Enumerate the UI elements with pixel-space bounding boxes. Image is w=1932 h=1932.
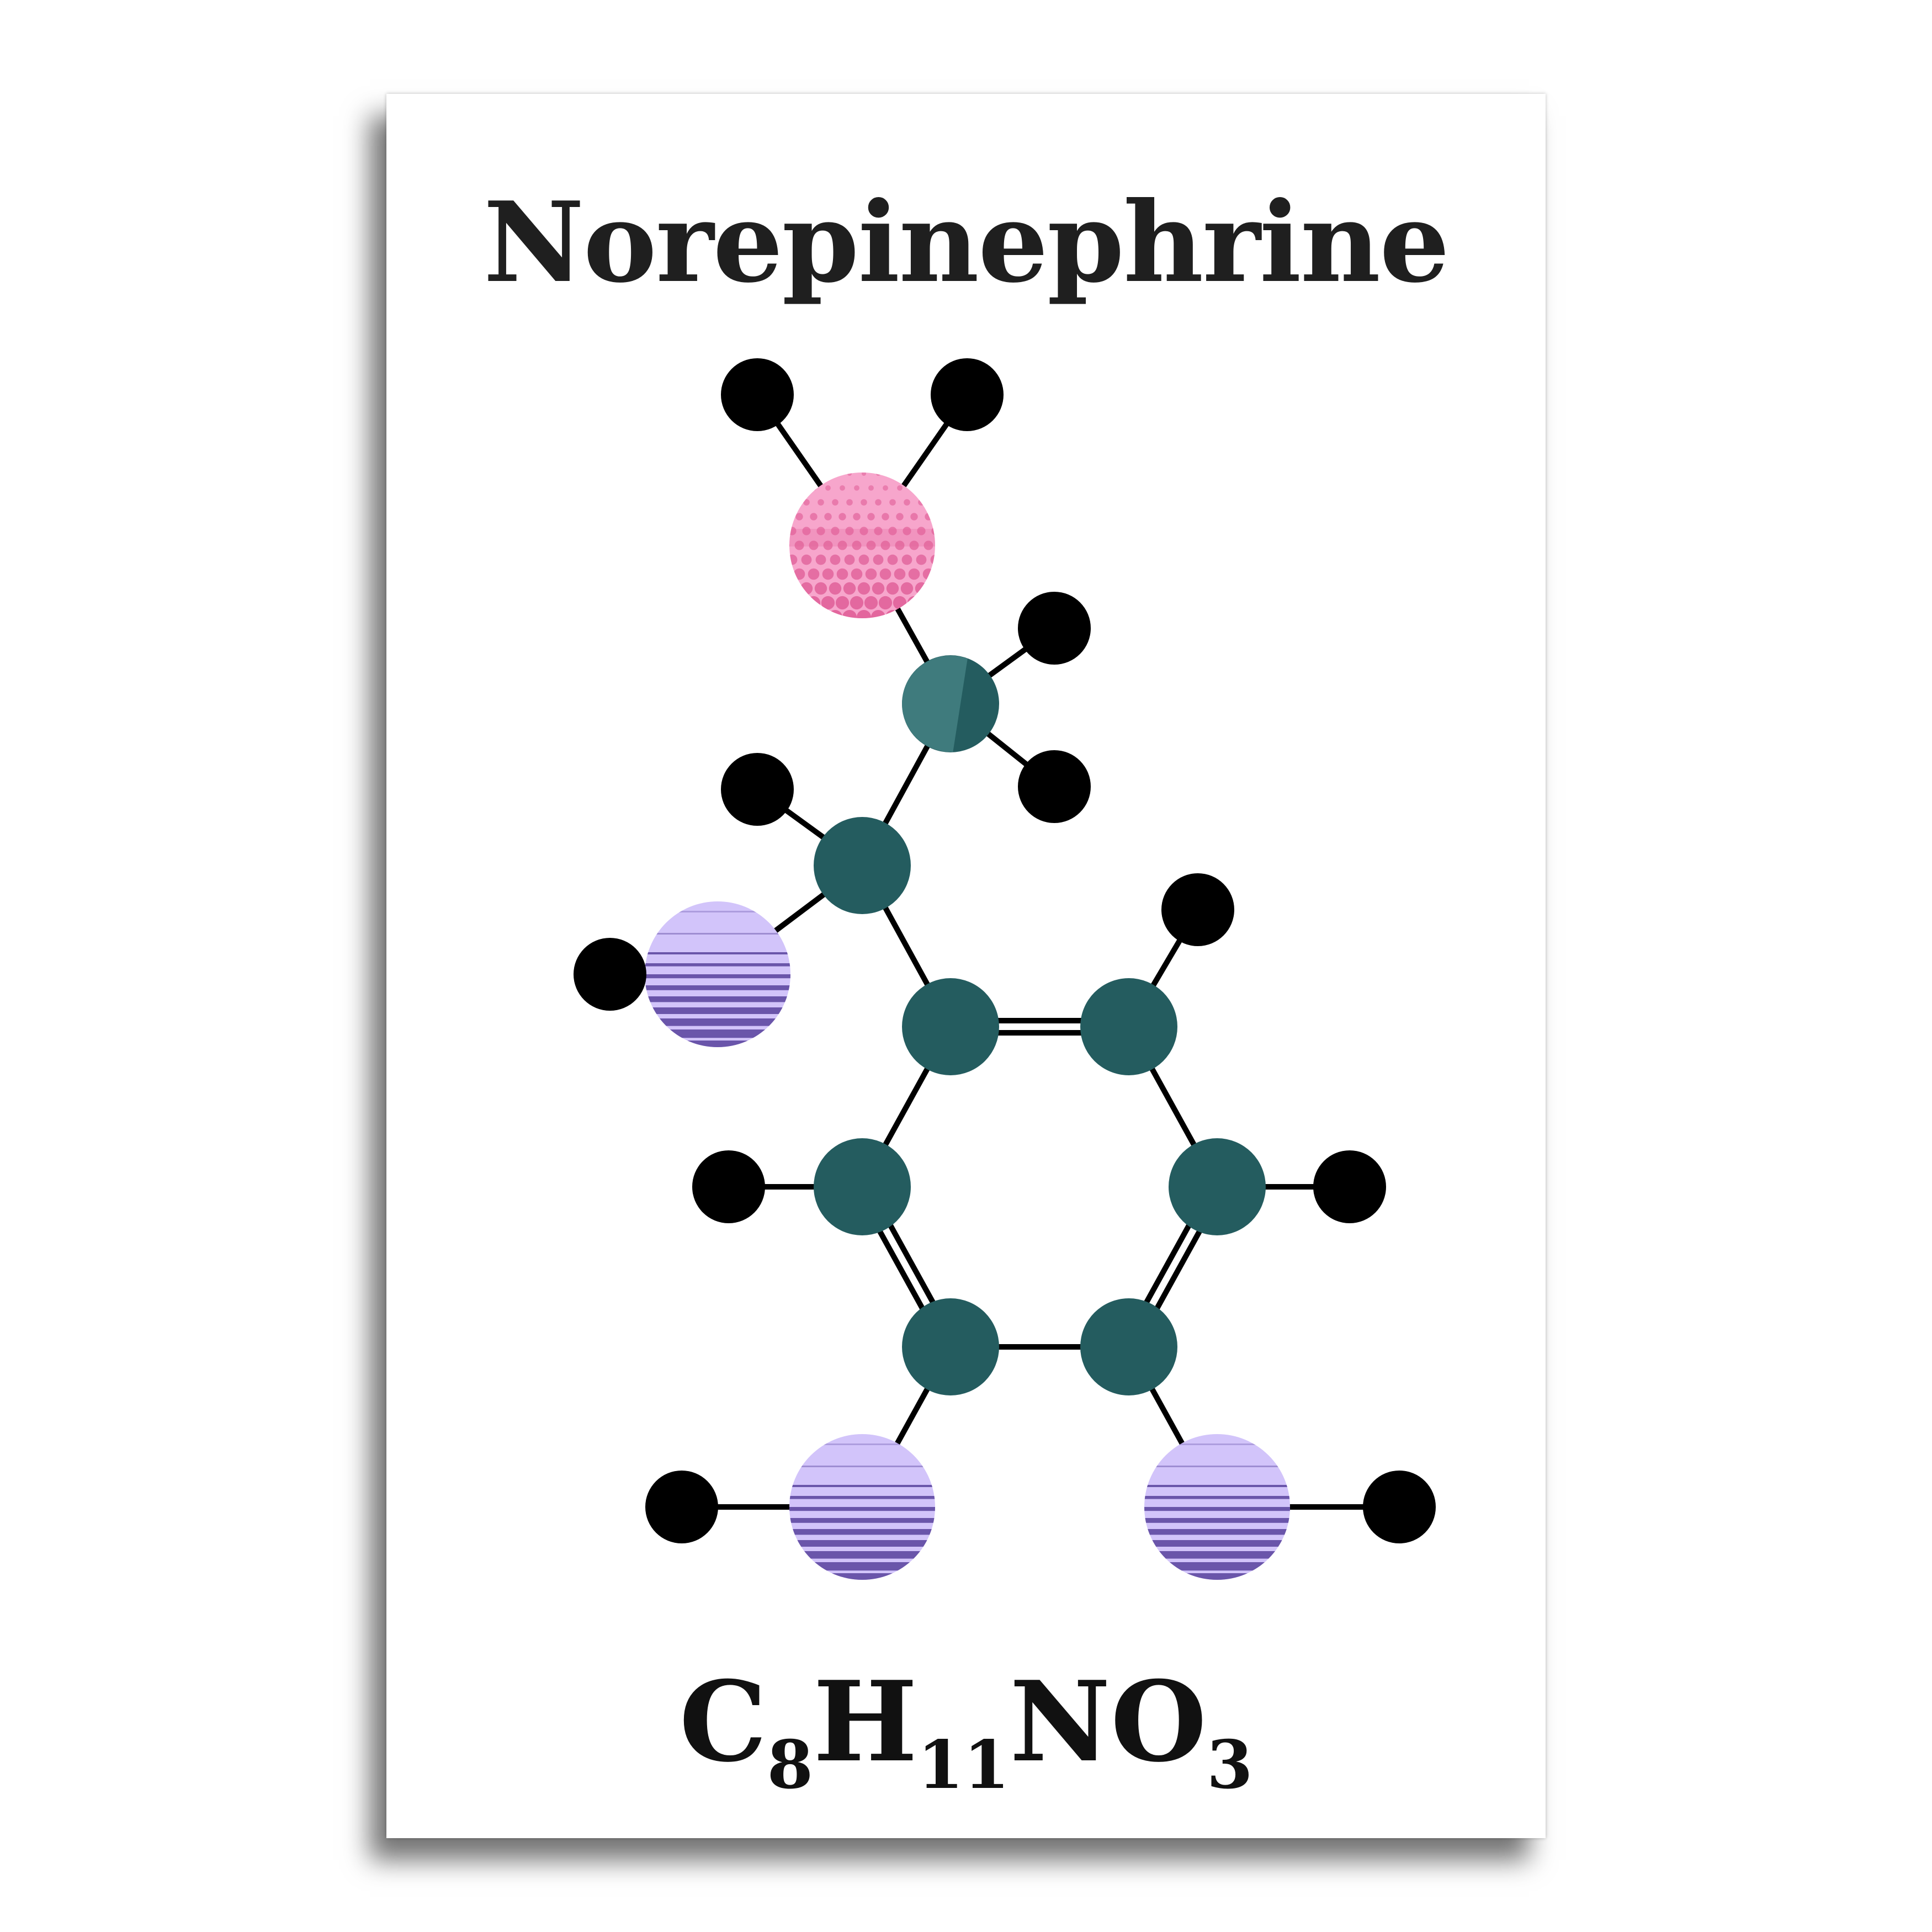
- molecule-title: Norepinephrine: [483, 178, 1450, 307]
- nitrogen-atom: [789, 473, 935, 618]
- molecule-diagram: [574, 358, 1436, 1580]
- hydrogen-atom: [721, 358, 794, 431]
- hydrogen-atom: [645, 1471, 718, 1543]
- hydrogen-atom: [1018, 750, 1091, 823]
- formula-subscript: 11: [917, 1726, 1010, 1804]
- carbon-atom: [814, 1138, 911, 1235]
- carbon-atom: [1080, 1298, 1177, 1395]
- formula-subscript: 8: [767, 1726, 814, 1804]
- carbon-atom: [902, 978, 999, 1075]
- formula-element: C: [679, 1657, 767, 1787]
- carbon-atom: [902, 1298, 999, 1395]
- hydrogen-atom: [1313, 1150, 1386, 1223]
- carbon-atom: [1080, 978, 1177, 1075]
- carbon-atom: [1169, 1138, 1266, 1235]
- oxygen-atom: [645, 901, 790, 1047]
- carbon-atom: [814, 817, 911, 914]
- hydrogen-atom: [1161, 873, 1234, 946]
- poster-card: Norepinephrine C8H11NO3: [386, 94, 1546, 1838]
- oxygen-atom: [789, 1434, 935, 1580]
- hydrogen-atom: [574, 938, 646, 1011]
- hydrogen-atom: [721, 753, 794, 826]
- hydrogen-atom: [1018, 592, 1091, 665]
- hydrogen-atom: [1363, 1471, 1436, 1543]
- hydrogen-atom: [692, 1150, 765, 1223]
- formula-element: H: [813, 1657, 918, 1787]
- atoms-layer: [574, 358, 1436, 1580]
- carbon-atom: [902, 655, 999, 752]
- formula-element: NO: [1010, 1657, 1207, 1787]
- formula-subscript: 3: [1207, 1726, 1253, 1804]
- oxygen-atom: [1144, 1434, 1290, 1580]
- hydrogen-atom: [931, 358, 1004, 431]
- chemical-formula: C8H11NO3: [386, 1667, 1546, 1798]
